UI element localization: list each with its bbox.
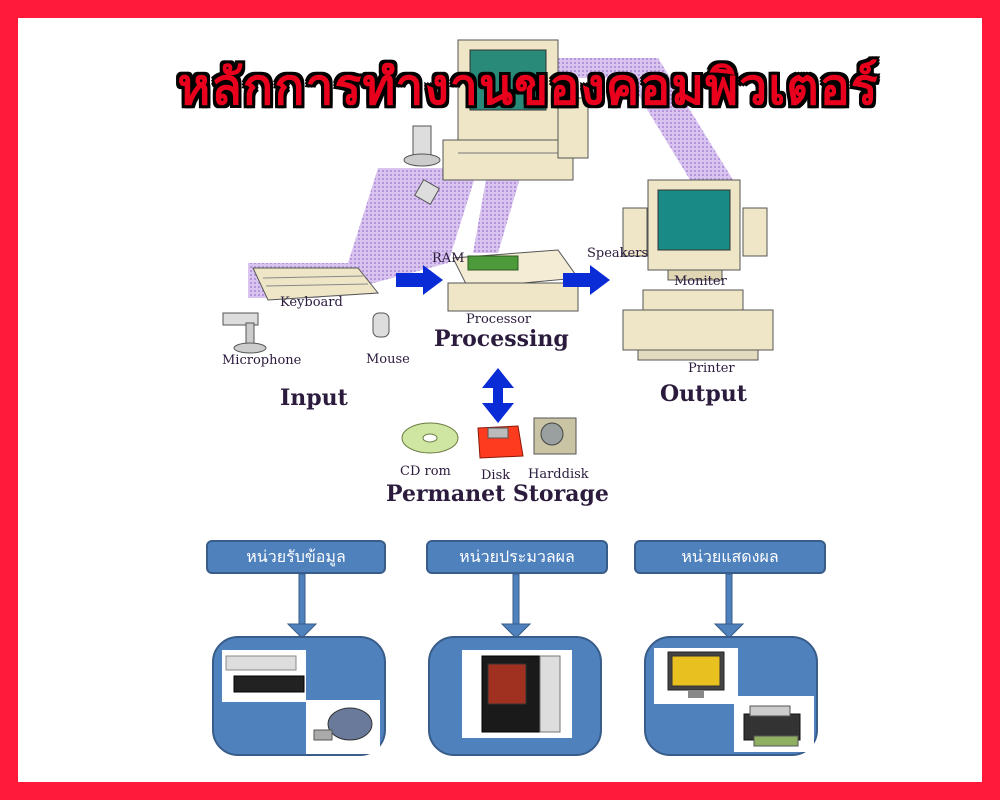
input-beam: [248, 168, 478, 298]
small-mouse-top-icon: [414, 179, 440, 205]
printer-photo: [734, 696, 814, 752]
input-devices-box: [212, 636, 386, 756]
processor-to-output-arrow: [563, 265, 610, 295]
processor-icon: [447, 249, 579, 312]
cdrom-icon: [401, 422, 459, 454]
harddisk-icon: [533, 417, 577, 455]
processing-unit-arrow: [500, 573, 532, 639]
output-devices-box: [644, 636, 818, 756]
main-computer-icon: [442, 39, 589, 181]
output-beam: [558, 58, 738, 193]
unit-arrows: [286, 573, 745, 639]
input-label: Input: [280, 385, 348, 411]
top-microphone-icon: [403, 125, 441, 167]
processing-devices-box: [428, 636, 602, 756]
disk-label: Disk: [481, 468, 511, 483]
processor-label: Processor: [466, 312, 532, 327]
speakers-label: Speakers: [587, 246, 649, 261]
speaker-right-icon: [742, 207, 768, 257]
mouse-photo: [306, 700, 380, 754]
keyboard-label: Keyboard: [280, 295, 343, 310]
monitor-label: Moniter: [674, 274, 727, 289]
storage-label: Permanet Storage: [386, 481, 609, 507]
output-monitor-icon: [647, 179, 741, 281]
processing-label: Processing: [434, 326, 569, 352]
page-title: หลักการทำงานของคอมพิวเตอร์: [177, 58, 879, 116]
mouse-icon: [372, 312, 390, 338]
keyboard-icon: [252, 267, 379, 301]
ram-label: RAM: [432, 251, 465, 266]
input-unit-header: หน่วยรับข้อมูล: [206, 540, 386, 574]
microphone-icon: [222, 312, 267, 354]
monitor-photo: [654, 648, 738, 704]
harddisk-label: Harddisk: [528, 467, 589, 482]
speaker-left-icon: [622, 207, 648, 257]
processor-beam: [473, 168, 523, 253]
cdrom-label: CD rom: [400, 464, 451, 479]
input-unit-arrow: [286, 573, 318, 639]
slide-canvas: หลักการทำงานของคอมพิวเตอร์ RAM Speakers …: [18, 18, 982, 782]
output-unit-header: หน่วยแสดงผล: [634, 540, 826, 574]
computer-diagram: [222, 39, 774, 459]
disk-icon: [477, 425, 524, 459]
printer-icon: [622, 289, 774, 361]
printer-label: Printer: [688, 361, 735, 376]
microphone-label: Microphone: [222, 353, 302, 368]
mouse-label: Mouse: [366, 352, 410, 367]
processing-unit-header: หน่วยประมวลผล: [426, 540, 608, 574]
computer-case-photo: [462, 650, 572, 738]
output-label: Output: [660, 381, 747, 407]
processor-storage-arrow: [482, 368, 514, 423]
keyboard-photo: [222, 650, 306, 702]
output-unit-arrow: [713, 573, 745, 639]
input-to-processor-arrow: [396, 265, 443, 295]
